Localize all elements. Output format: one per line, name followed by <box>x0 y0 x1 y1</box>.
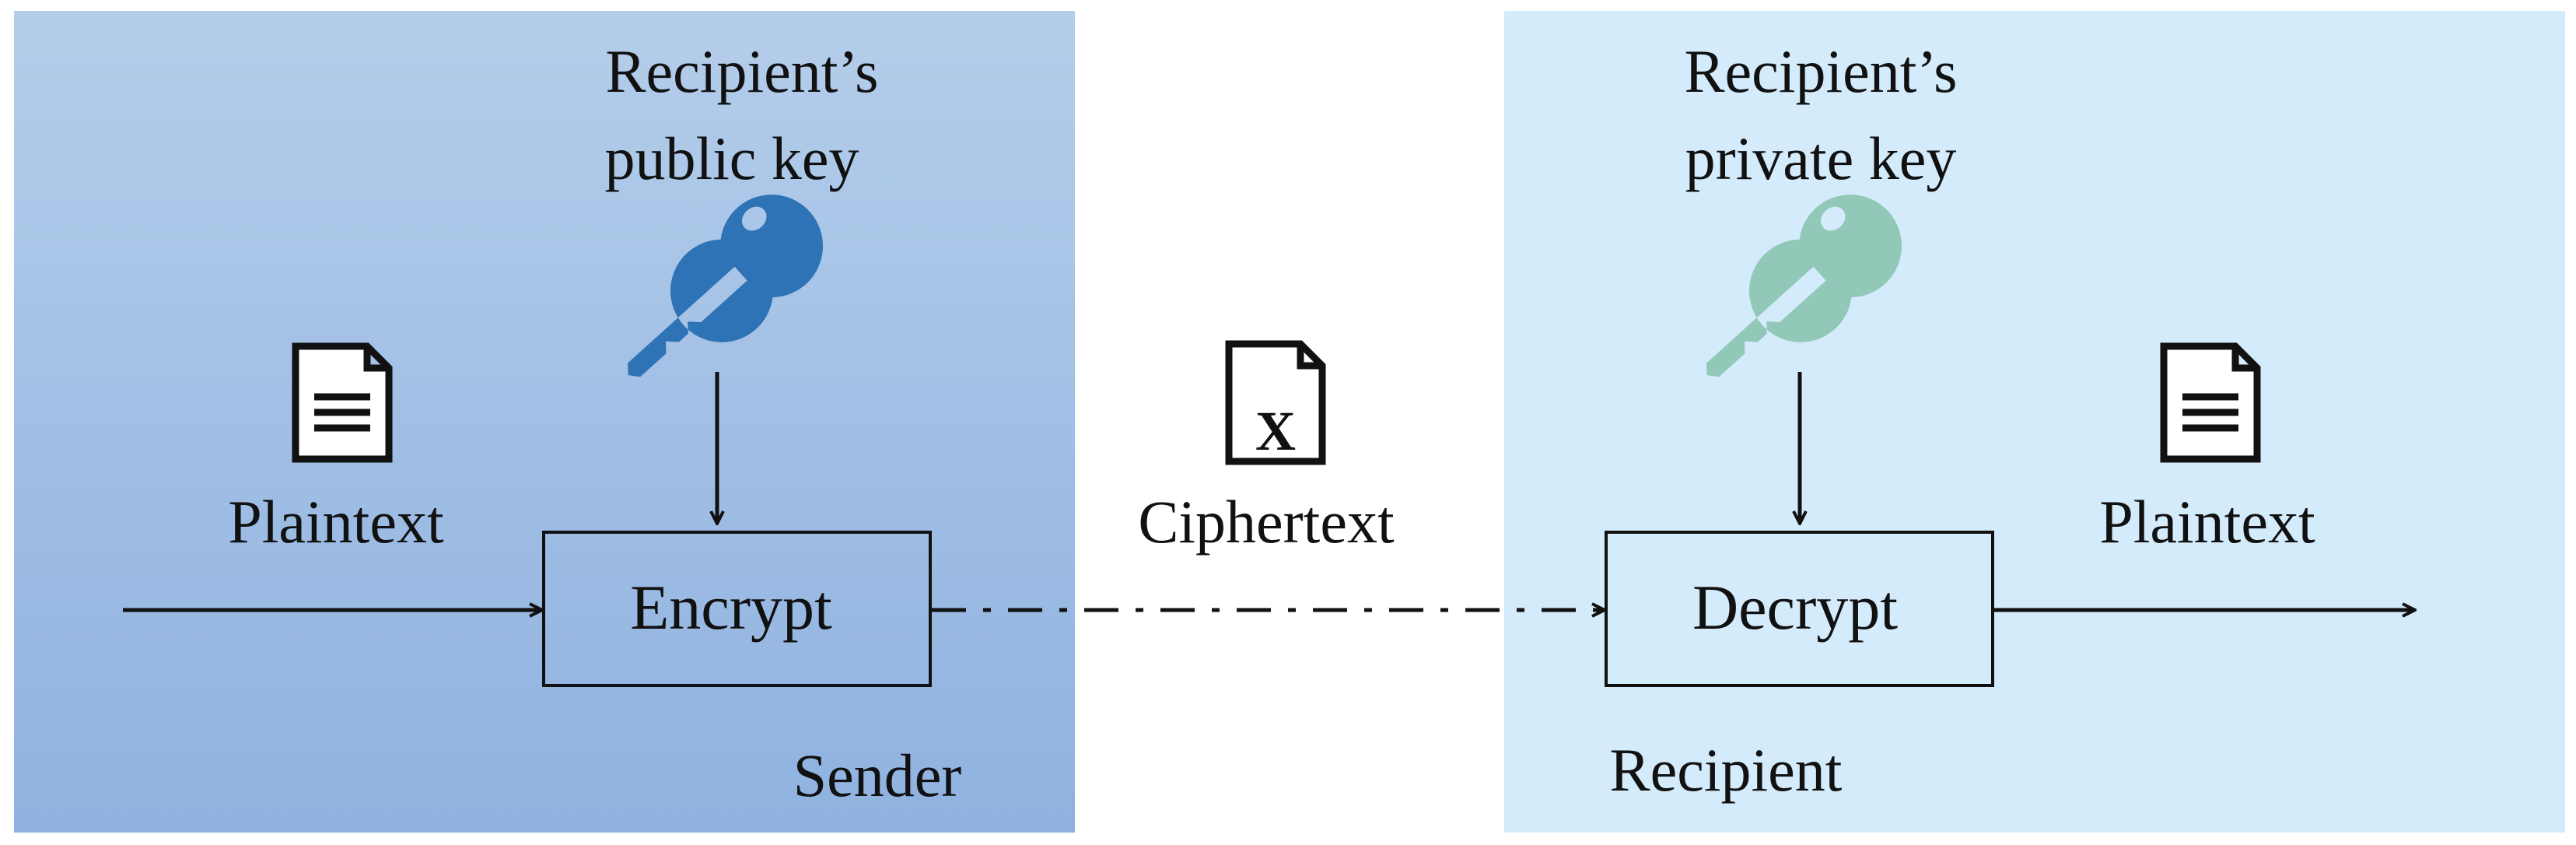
encrypt-label: Encrypt <box>630 572 832 643</box>
private-key-caption-line2: private key <box>1685 124 1957 192</box>
public-key-caption-line2: public key <box>604 124 859 192</box>
sender-region-label: Sender <box>793 742 962 809</box>
plaintext-input-label: Plaintext <box>228 488 444 556</box>
recipient-region-label: Recipient <box>1610 736 1843 804</box>
ciphertext-document-icon: X <box>1225 340 1326 465</box>
ciphertext-label: Ciphertext <box>1138 488 1395 556</box>
decrypt-label: Decrypt <box>1692 572 1898 643</box>
private-key-caption-line1: Recipient’s <box>1685 37 1958 105</box>
ciphertext-glyph: X <box>1255 400 1296 462</box>
private-key-icon <box>1706 195 1902 377</box>
public-key-icon <box>628 195 823 377</box>
plaintext-output-document-icon <box>2160 342 2261 463</box>
plaintext-output-label: Plaintext <box>2099 488 2315 556</box>
plaintext-input-document-icon <box>292 342 393 463</box>
recipient-region <box>1504 11 2565 833</box>
encrypt-box <box>542 531 932 687</box>
sender-region <box>14 11 1075 833</box>
public-key-caption-line1: Recipient’s <box>606 37 879 105</box>
